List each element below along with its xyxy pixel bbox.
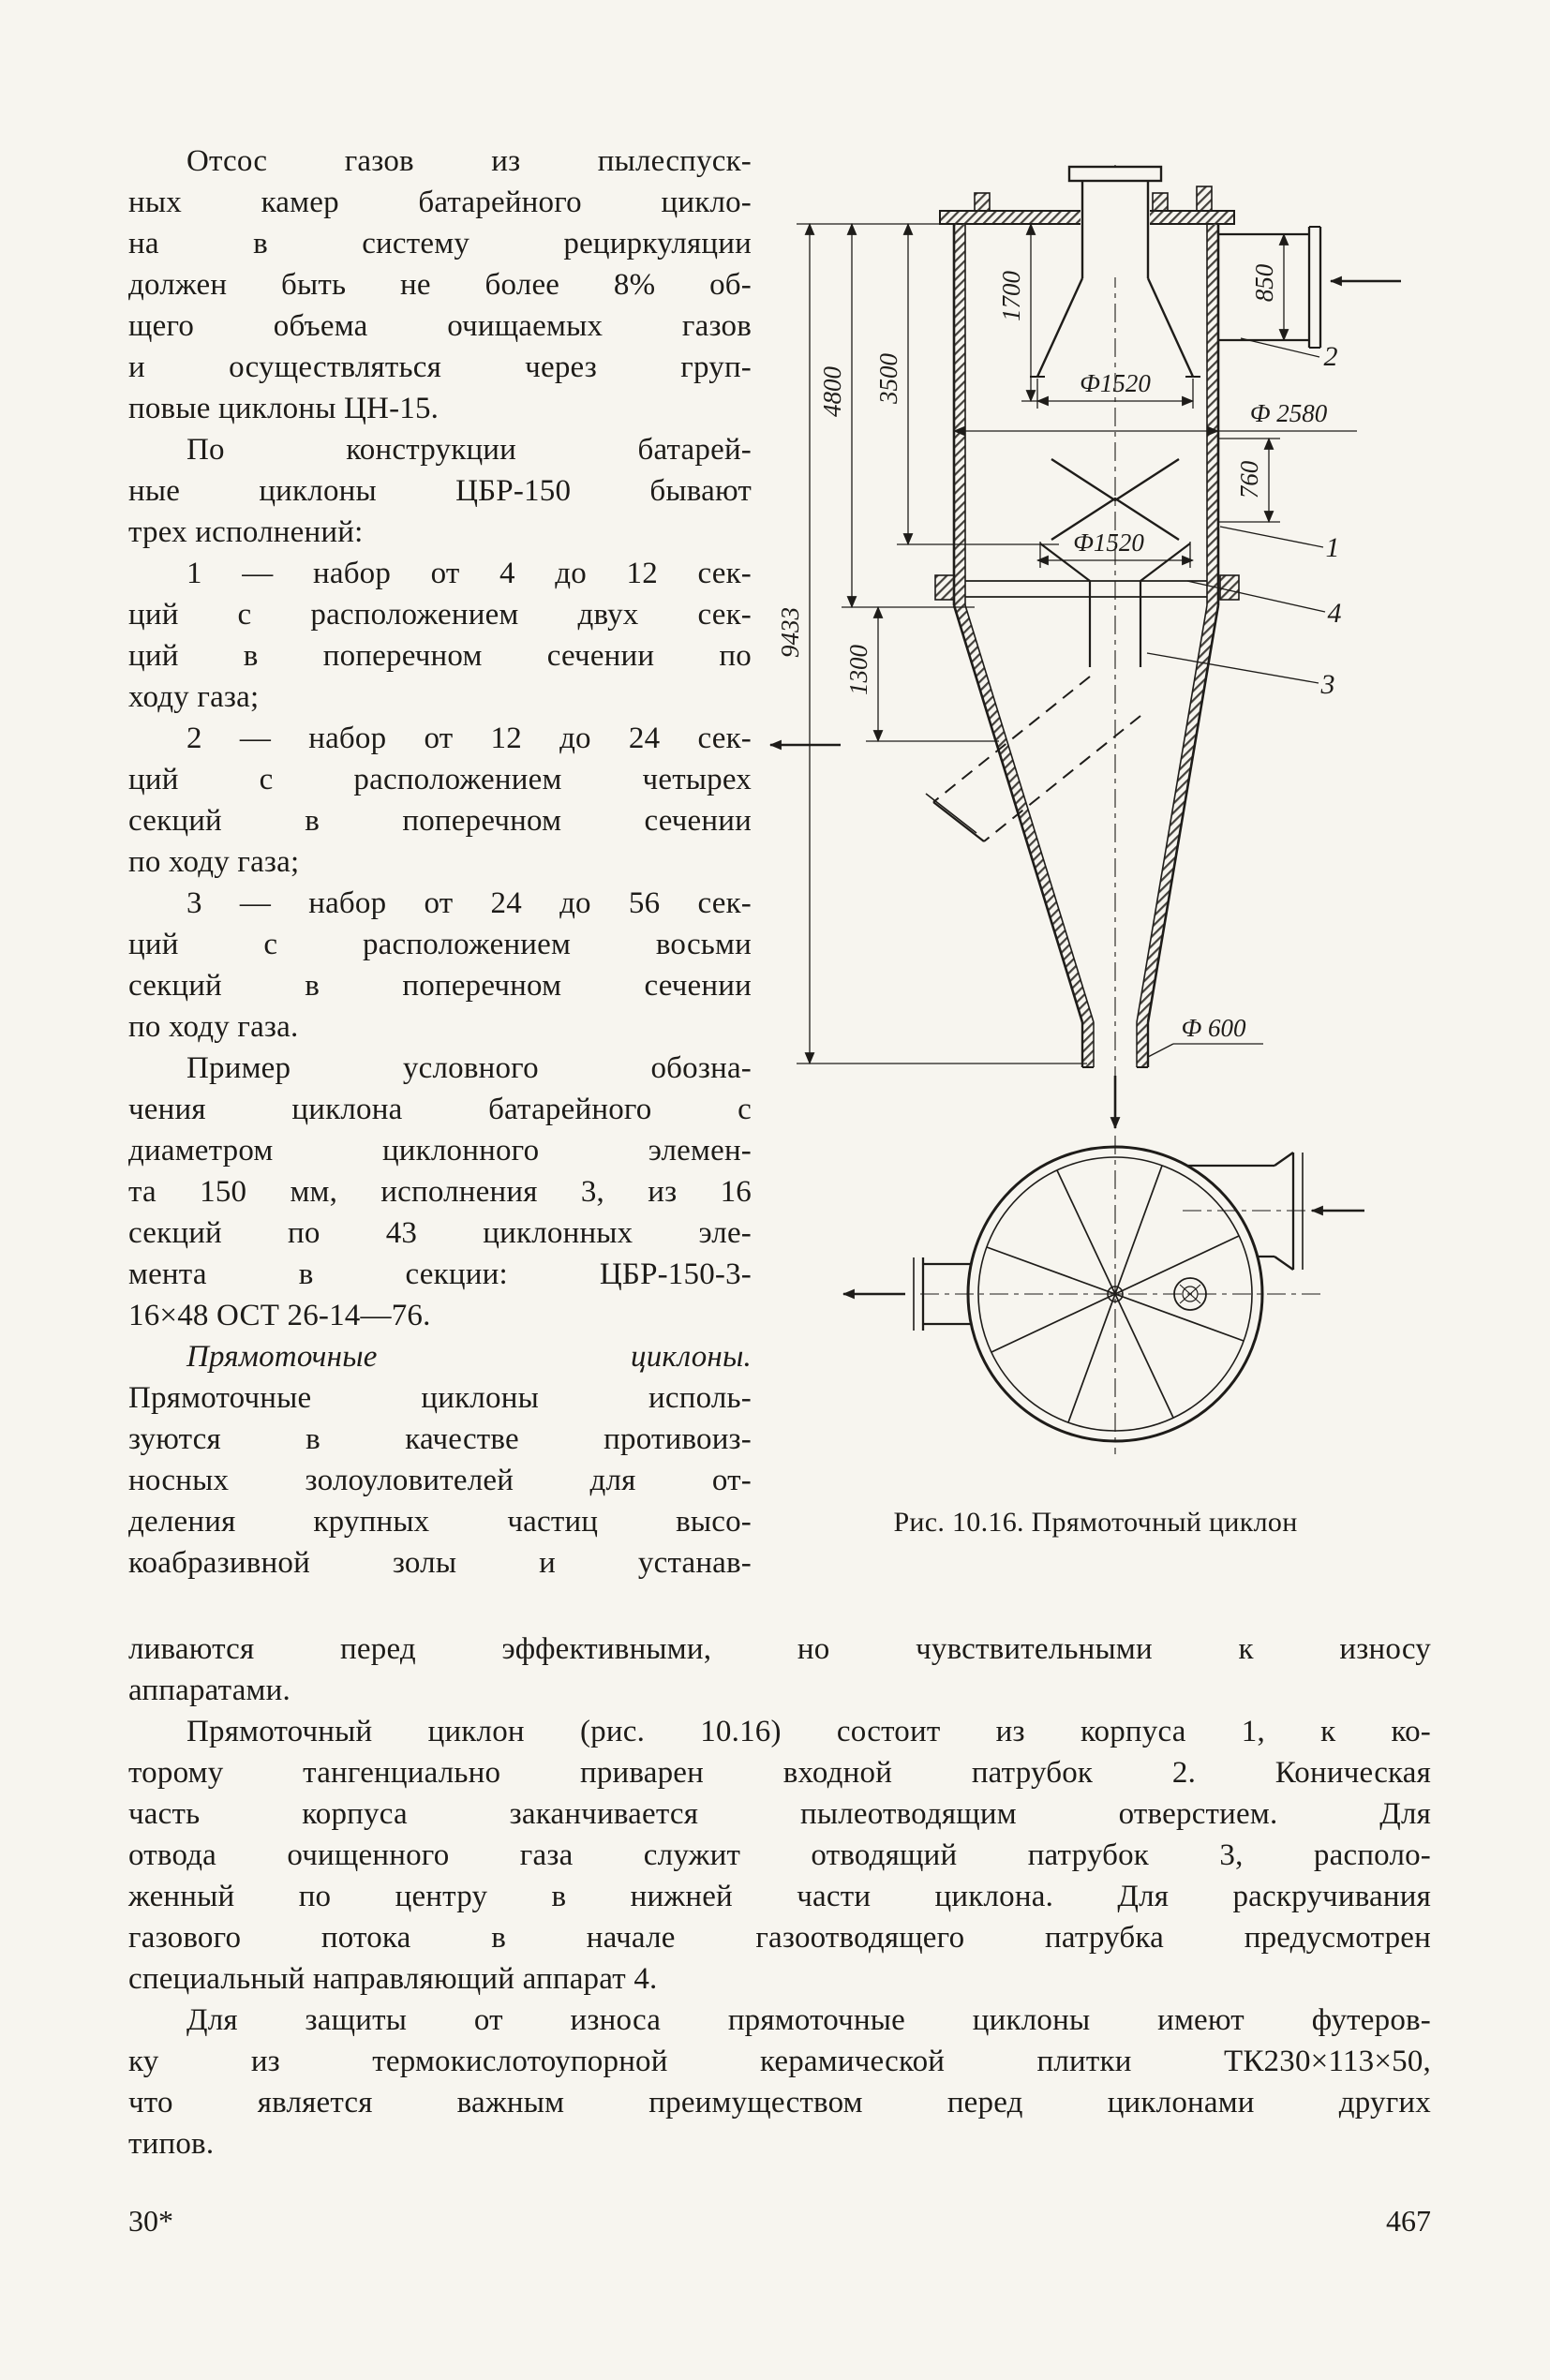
page-footer: 30* 467 [128,2204,1431,2239]
callout-4: 4 [1328,598,1342,629]
text-line: газового потока в начале газоотводящего … [128,1921,1431,1955]
text-line: часть корпуса заканчивается пылеотводящи… [128,1797,1431,1831]
dim-dia-top: Ф1520 [1080,369,1151,397]
text-line: ций с расположением двух сек- [128,598,752,632]
text-line: ливаются перед эффективными, но чувствит… [128,1632,1431,1666]
text-line: и осуществляться через груп- [128,350,752,384]
full-width-text: ливаются перед эффективными, но чувствит… [128,1629,1431,2164]
text-line: ций в поперечном сечении по [128,639,752,673]
callout-4-leader [1186,580,1326,613]
callout-2-leader [1240,337,1320,358]
text-line: Отсос газов из пылеспуск- [186,144,752,178]
callout-1: 1 [1326,532,1340,563]
text-line: трех исполнений: [128,515,364,549]
text-line: секций в поперечном сечении [128,969,752,1003]
figure-caption: Рис. 10.16. Прямоточный циклон [893,1507,1298,1538]
paragraph: По конструкции батарей-ные циклоны ЦБР-1… [128,429,752,553]
text-line: должен быть не более 8% об- [128,268,752,302]
text-line: по ходу газа. [128,1010,299,1044]
text-line: отвода очищенного газа служит отводящий … [128,1838,1431,1872]
text-line: Прямоточные циклоны исполь- [128,1381,752,1415]
paragraph: 3 — набор от 24 до 56 сек-ций с располож… [128,883,752,1048]
text-line: на в систему рециркуляции [128,227,752,260]
text-line: ций с расположением восьми [128,928,752,961]
text-line: по ходу газа; [128,845,300,879]
paragraph: Отсос газов из пылеспуск-ных камер батар… [128,141,752,429]
paragraph: Прямоточный циклон (рис. 10.16) состоит … [128,1711,1431,2000]
paragraph: Пример условного обозна-чения циклона ба… [128,1048,752,1336]
dim-3500: 3500 [874,353,902,406]
callout-2: 2 [1324,341,1338,372]
dim-1300: 1300 [844,645,872,696]
dim-1700: 1700 [997,271,1025,322]
text-line: Пример условного обозна- [186,1051,752,1085]
elevation-view [925,165,1322,1068]
text-line: секций по 43 циклонных эле- [128,1216,752,1250]
dimension-lines [797,222,1357,1065]
text-line: специальный направляющий аппарат 4. [128,1962,658,1996]
dim-4800: 4800 [818,366,846,418]
text-line: женный по центру в нижней части циклона.… [128,1880,1431,1913]
paragraph: 1 — набор от 4 до 12 сек-ций с расположе… [128,553,752,718]
dim-760: 760 [1235,460,1263,498]
text-line: чения циклона батарейного с [128,1093,752,1126]
text-line: зуются в качестве противоиз- [128,1422,752,1456]
text-line: та 150 мм, исполнения 3, из 16 [128,1175,752,1209]
dim-dia-outer: Ф 2580 [1250,399,1328,427]
dimension-labels: 9433 4800 3500 1700 1300 850 760 Ф1520 Ф… [776,263,1342,1042]
text-line: торому тангенциально приварен входной па… [128,1756,1431,1790]
text-line: что является важным преимуществом перед … [128,2086,1431,2120]
text-line: деления крупных частиц высо- [128,1505,752,1539]
dim-dia-mid: Ф1520 [1073,528,1144,557]
text-line: ций с расположением четырех [128,763,752,796]
text-line: ходу газа; [128,680,260,714]
callout-3-leader [1146,652,1319,684]
paragraph: ливаются перед эффективными, но чувствит… [128,1629,1431,1711]
text-line: повые циклоны ЦН-15. [128,392,440,425]
text-line: Прямоточные циклоны. [186,1340,752,1374]
text-line: мента в секции: ЦБР-150-3- [128,1257,752,1291]
flow-arrows [768,275,1401,1300]
text-line: 3 — набор от 24 до 56 сек- [186,886,752,920]
centerlines [920,165,1364,1454]
text-line: диаметром циклонного элемен- [128,1134,752,1168]
signature-mark: 30* [128,2204,173,2238]
text-line: По конструкции батарей- [186,433,752,467]
paragraph: Прямоточные циклоны. Прямоточные циклоны … [128,1336,752,1584]
text-line: носных золоуловителей для от- [128,1464,752,1497]
dim-dia-outlet: Ф 600 [1182,1014,1246,1042]
text-line: Прямоточный циклон (рис. 10.16) состоит … [186,1715,1431,1748]
text-line: 2 — набор от 12 до 24 сек- [186,721,752,755]
text-line: 1 — набор от 4 до 12 сек- [186,557,752,590]
text-line: типов. [128,2127,215,2161]
left-column-text: Отсос газов из пылеспуск-ных камер батар… [128,141,752,1584]
callout-1-leader [1219,526,1324,548]
text-line: 16×48 ОСТ 26-14—76. [128,1299,431,1332]
text-line: Для защиты от износа прямоточные циклоны… [186,2003,1431,2037]
dim-9433: 9433 [776,607,804,658]
text-line: ные циклоны ЦБР-150 бывают [128,474,752,508]
cyclone-technical-drawing: 9433 4800 3500 1700 1300 850 760 Ф1520 Ф… [768,165,1401,1454]
plan-view [913,1145,1304,1443]
text-line: ных камер батарейного цикло- [128,186,752,219]
paragraph: 2 — набор от 12 до 24 сек-ций с располож… [128,718,752,883]
text-line: секций в поперечном сечении [128,804,752,838]
text-line: коабразивной золы и устанав- [128,1546,752,1580]
callout-3: 3 [1320,669,1335,700]
text-line: аппаратами. [128,1673,291,1707]
paragraph: Для защиты от износа прямоточные циклоны… [128,2000,1431,2164]
figure-10-16: 9433 4800 3500 1700 1300 850 760 Ф1520 Ф… [750,141,1443,1471]
text-line: ку из термокислотоупорной керамической п… [128,2045,1431,2078]
page-number: 467 [1386,2204,1431,2238]
text-line: щего объема очищаемых газов [128,309,752,343]
dim-850: 850 [1250,263,1278,302]
